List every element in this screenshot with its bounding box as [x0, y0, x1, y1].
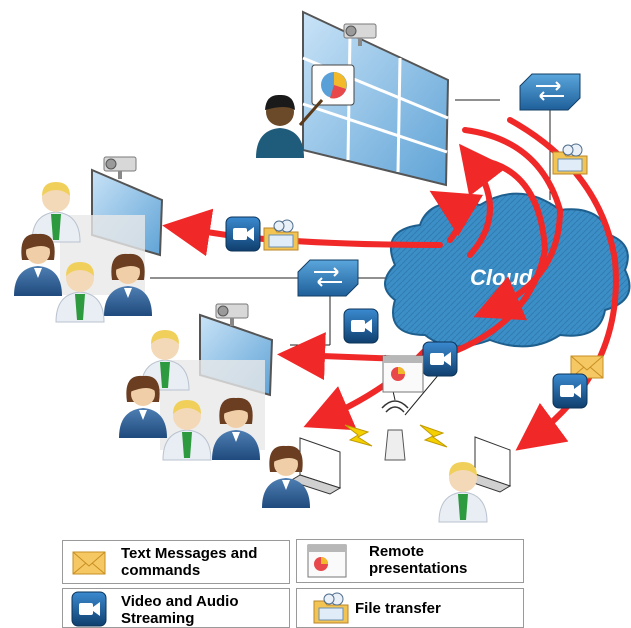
folder-icon: [552, 143, 588, 175]
legend-file-transfer: File transfer: [296, 588, 524, 628]
wireless-bolt-icon: [344, 424, 448, 448]
presenter-person: [256, 94, 304, 158]
person-left-1: [31, 181, 81, 243]
video-camera-icon: [225, 216, 261, 252]
folder-icon: [313, 592, 349, 624]
laptop-icon: [288, 437, 342, 495]
video-camera-icon: [422, 341, 458, 377]
wifi-access-point-icon: [381, 400, 409, 461]
legend-file-transfer-label: File transfer: [355, 600, 441, 617]
folder-icon: [263, 219, 299, 251]
presentation-icon: [307, 544, 347, 578]
person-left-2: [14, 233, 62, 296]
legend-video-audio: Video and Audio Streaming: [62, 588, 290, 628]
projector-icon: [103, 156, 137, 180]
legend-remote-presentations: Remote presentations: [296, 539, 524, 583]
legend-remote-presentations-line2: presentations: [369, 560, 468, 577]
network-switch-icon: [519, 73, 581, 111]
legend-video-audio-line2: Streaming: [121, 610, 195, 627]
cloud-shape: Cloud: [384, 192, 631, 348]
legend-text-messages-line1: Text Messages and: [121, 545, 258, 562]
legend-text-messages-line2: commands: [121, 562, 201, 579]
presentation-board-icon: [298, 64, 355, 126]
cloud-label: Cloud: [470, 265, 533, 290]
video-camera-icon: [552, 373, 588, 409]
presentation-icon: [382, 355, 424, 393]
envelope-icon: [72, 551, 106, 575]
video-camera-icon: [71, 591, 107, 627]
network-switch-icon: [297, 259, 359, 297]
video-camera-icon: [343, 308, 379, 344]
legend-text-messages: Text Messages and commands: [62, 540, 290, 584]
legend-remote-presentations-line1: Remote: [369, 543, 425, 560]
legend-video-audio-line1: Video and Audio: [121, 593, 239, 610]
